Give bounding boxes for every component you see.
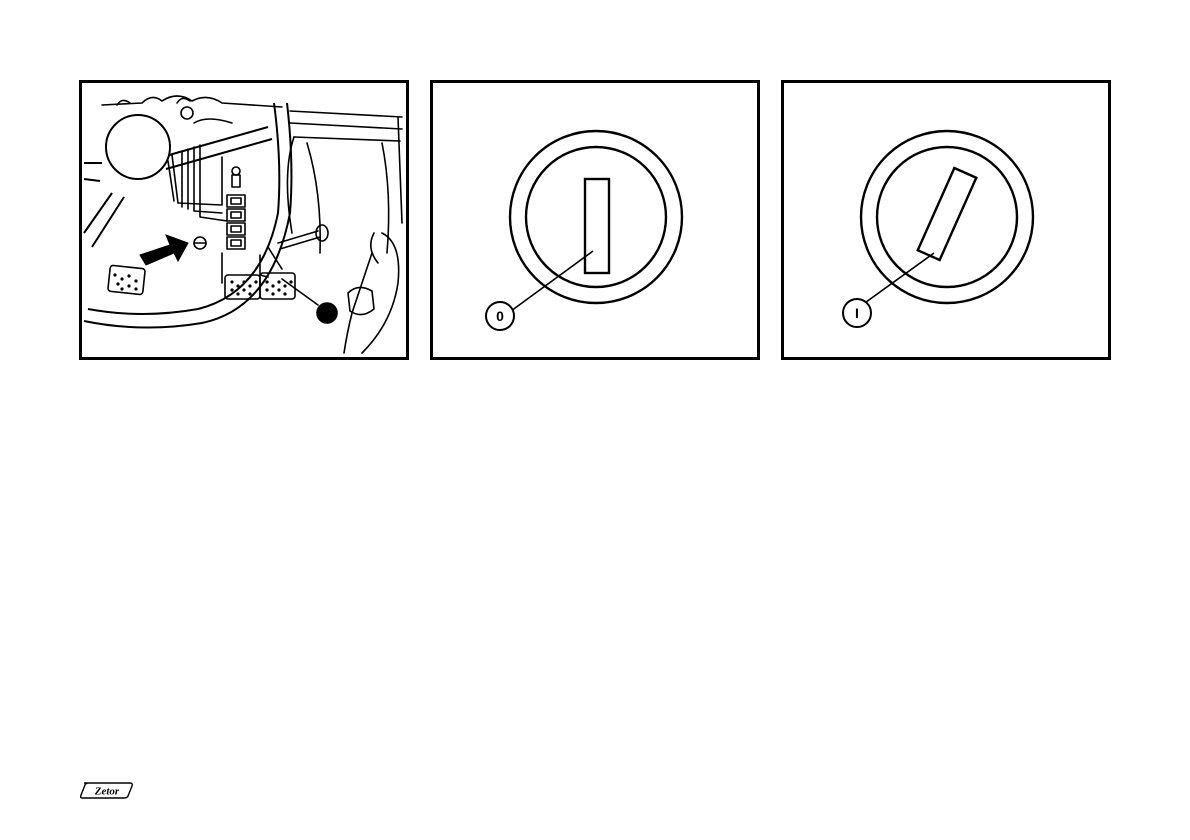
key-switch-position-1-figure: I bbox=[781, 80, 1111, 360]
callout-label-1: I bbox=[855, 305, 859, 321]
key-switch-position-0-figure: 0 bbox=[430, 80, 760, 360]
zetor-logo-drawing: Zetor bbox=[80, 780, 134, 800]
key-slot-rotated bbox=[918, 168, 977, 260]
dashboard-drawing bbox=[82, 83, 406, 357]
key-switch-0-drawing: 0 bbox=[433, 83, 757, 357]
dashboard-figure bbox=[79, 80, 409, 360]
callout-label-0: 0 bbox=[496, 308, 504, 324]
key-switch-1-drawing: I bbox=[784, 83, 1108, 357]
logo-wordmark: Zetor bbox=[94, 786, 120, 798]
key-slot-vertical bbox=[585, 179, 609, 273]
zetor-logo: Zetor bbox=[80, 780, 134, 800]
